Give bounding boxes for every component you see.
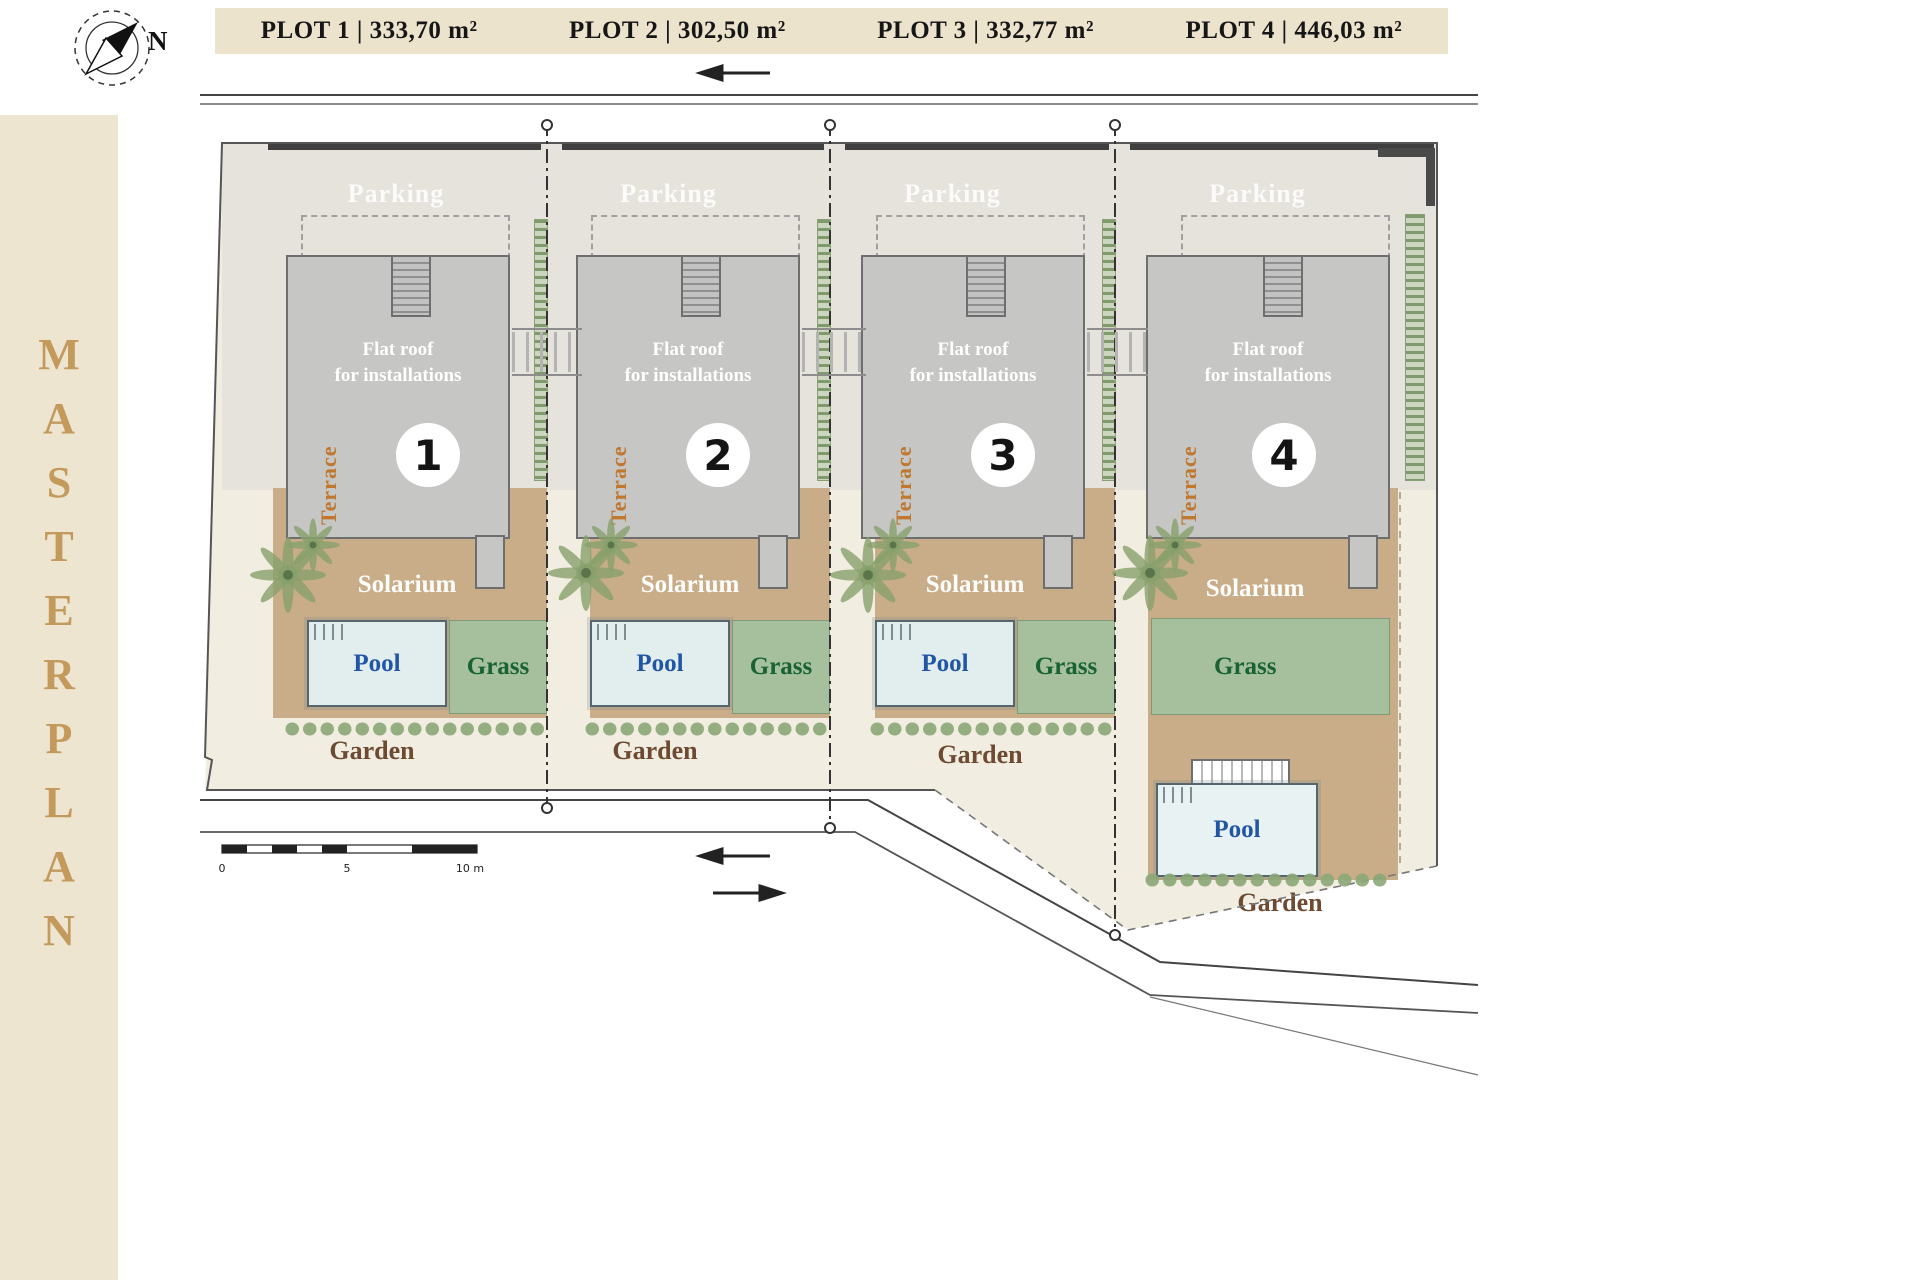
solarium-label: Solarium [925,571,1025,598]
flat-roof-line: for installations [1204,364,1332,386]
grass-label: Grass [749,653,813,680]
plot-number-badge: 2 [686,423,750,487]
parking-label: Parking [620,179,717,208]
parking-label: Parking [904,179,1001,208]
villa-building: Flat roof for installations Terrace 2 [576,255,800,539]
flat-roof-label: Flat roof for installations [586,337,790,388]
solarium-label: Solarium [357,571,457,598]
grass-label: Grass [1214,652,1277,680]
compass-north-icon: N [74,10,168,86]
building-annex [758,535,788,589]
flat-roof-label: Flat roof for installations [296,337,500,388]
grass-label: Grass [1034,653,1098,680]
solarium-label: Solarium [1205,575,1305,602]
terrace-label: Terrace [891,445,916,525]
garden-label: Garden [612,736,698,765]
scale-tick-10: 10 m [456,862,484,875]
building-annex [1348,535,1378,589]
flat-roof-line: Flat roof [362,339,434,360]
pool-area: Pool [875,620,1015,707]
grass-label: Grass [466,653,530,680]
plot-4-header-label: PLOT 4 | 446,03 m² [1185,17,1403,44]
scale-tick-5: 5 [344,862,351,875]
parking-label: Parking [1209,179,1306,208]
terrace-label: Terrace [316,445,341,525]
boundary-wall [1130,143,1434,150]
plot-number-badge: 4 [1252,423,1316,487]
pool-label: Pool [353,649,401,677]
top-road [200,94,1478,105]
compass-north-label: N [148,26,168,56]
plot-header-bar: PLOT 1 | 333,70 m² PLOT 2 | 302,50 m² PL… [215,8,1448,54]
plot-number-badge: 1 [396,423,460,487]
pool-label: Pool [636,649,684,677]
parking-label: Parking [347,179,445,208]
masterplan-title: MASTERPLAN [34,330,84,970]
boundary-wall [845,143,1109,150]
plot-3: Parking Flat roof for installations Terr… [830,143,1116,790]
villa-building: Flat roof for installations Terrace 3 [861,255,1085,539]
grass-area: Grass [449,620,547,714]
plot-2: Parking Flat roof for installations Terr… [547,143,831,790]
garden-label: Garden [1237,888,1323,917]
pool-label: Pool [1213,816,1261,843]
hedge-strip [1102,219,1116,481]
plot-1: Parking Flat roof for installations Terr… [205,143,548,790]
flat-roof-line: Flat roof [652,339,724,360]
garden-label: Garden [329,736,415,765]
hedge-strip [534,219,548,481]
stairs-icon [1263,255,1303,317]
villa-building: Flat roof for installations Terrace 1 [286,255,510,539]
hedge-strip [817,219,831,481]
pool-area: Pool [307,620,447,707]
plot-4: Parking Flat roof for installations Terr… [1115,143,1440,935]
stairs-icon [681,255,721,317]
boundary-wall [268,143,541,150]
grass-area: Grass [732,620,830,714]
flat-roof-label: Flat roof for installations [871,337,1075,388]
flat-roof-line: for installations [624,364,752,386]
grass-area: Grass [1017,620,1115,714]
stairs-icon [391,255,431,317]
pool-area: Pool [1156,783,1318,877]
terrace-label: Terrace [1176,445,1201,525]
flat-roof-line: for installations [334,364,462,386]
plot-number-badge: 3 [971,423,1035,487]
villa-building: Flat roof for installations Terrace 4 [1146,255,1390,539]
garden-label: Garden [937,740,1023,769]
grass-area: Grass [1151,618,1390,715]
building-annex [1043,535,1073,589]
flat-roof-line: Flat roof [1232,339,1304,360]
plot-3-header-label: PLOT 3 | 332,77 m² [877,17,1094,44]
solarium-label: Solarium [640,571,740,598]
building-annex [475,535,505,589]
flat-roof-line: for installations [909,364,1037,386]
terrace-label: Terrace [606,445,631,525]
scale-tick-0: 0 [219,862,226,875]
stairs-icon [966,255,1006,317]
pool-area: Pool [590,620,730,707]
scale-bar: 0 5 10 m [219,844,484,875]
boundary-wall [562,143,824,150]
sidebar: MASTERPLAN [0,115,118,1280]
pool-label: Pool [921,649,969,677]
flat-roof-line: Flat roof [937,339,1009,360]
plot-1-header-label: PLOT 1 | 333,70 m² [260,17,478,44]
flat-roof-label: Flat roof for installations [1156,337,1380,388]
plot-2-header-label: PLOT 2 | 302,50 m² [569,17,786,44]
